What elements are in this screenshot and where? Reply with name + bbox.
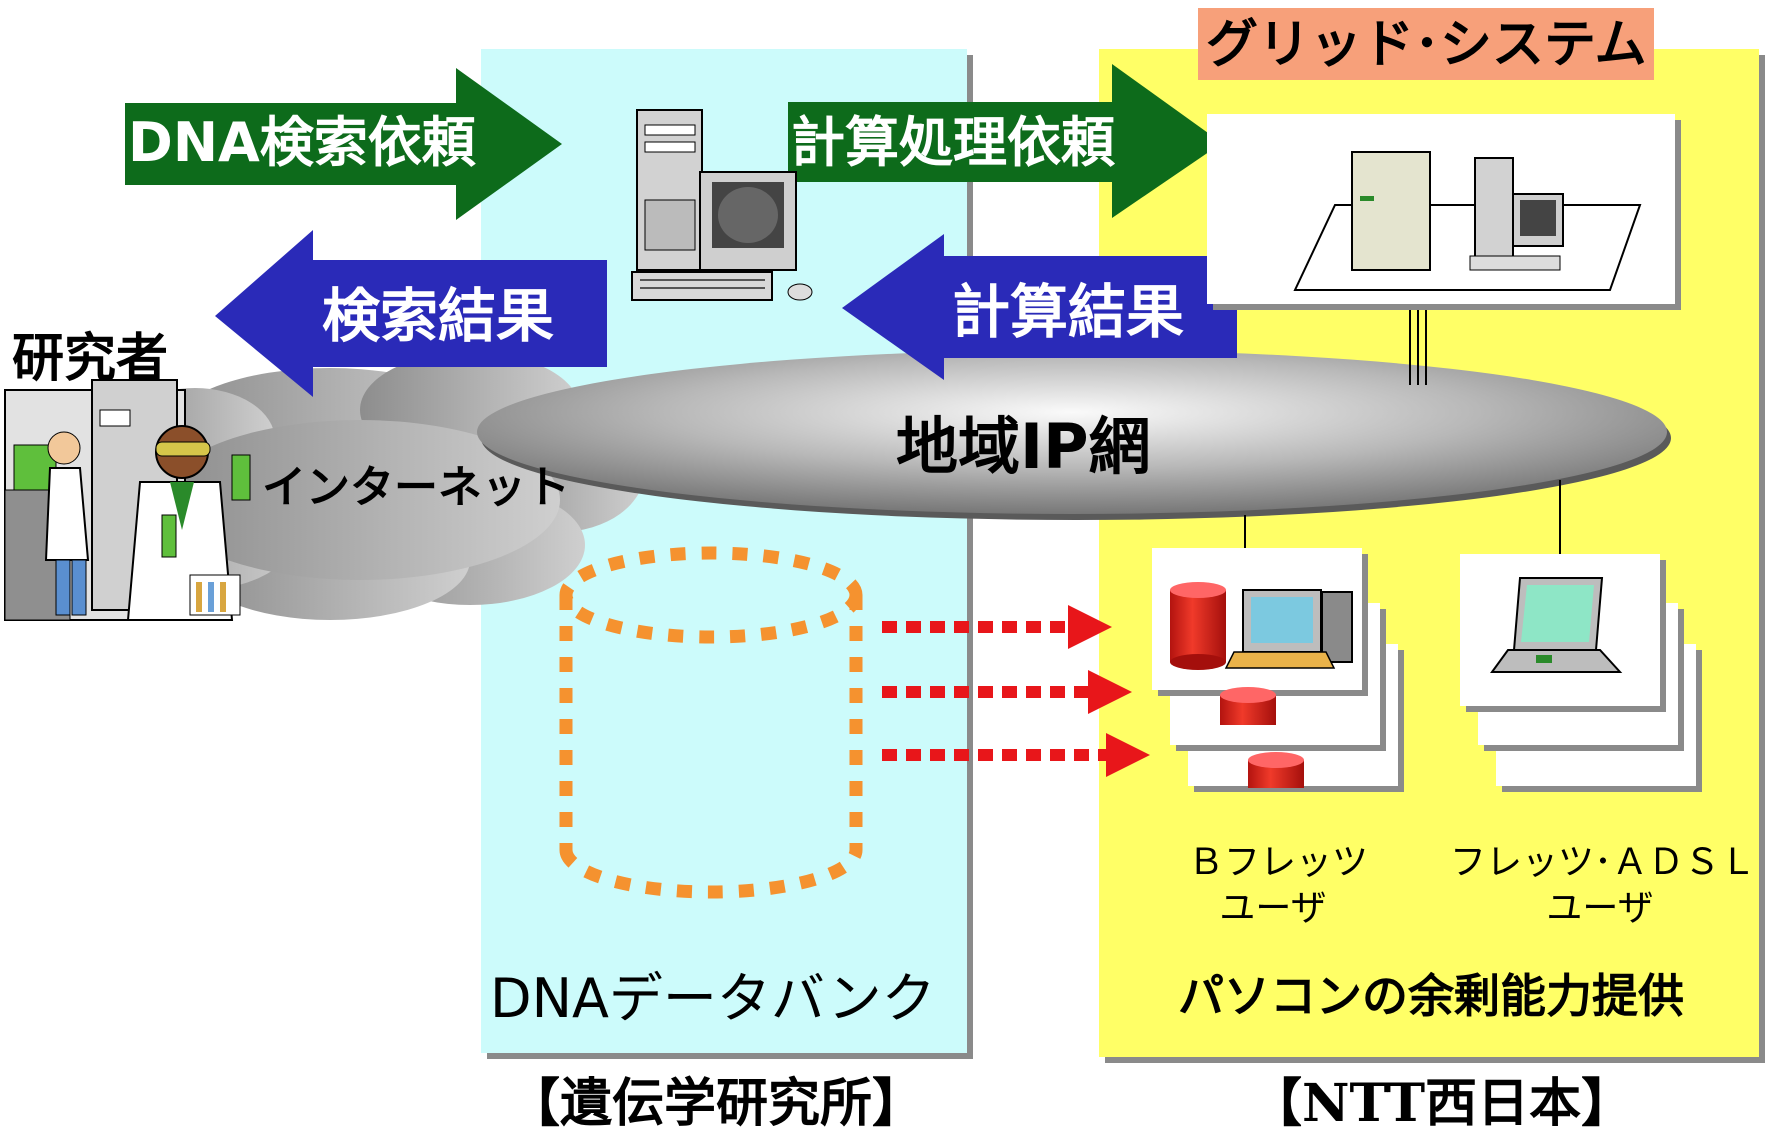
adsl-user-line2: ユーザ xyxy=(1546,888,1654,929)
compute-request-arrow xyxy=(788,64,1222,218)
compute-result-label: 計算結果 xyxy=(952,278,1185,346)
dna-search-request-label: DNA検索依頼 xyxy=(128,111,476,174)
adsl-user-label: フレッツ･ＡＤＳＬ ユーザ xyxy=(1450,840,1757,932)
dna-database-cylinder xyxy=(559,546,863,899)
bflets-user-line2: ユーザ xyxy=(1219,888,1327,929)
pc-surplus-label: パソコンの余剰能力提供 xyxy=(1178,969,1684,1023)
internet-label: インターネット xyxy=(262,462,570,513)
researcher-clipart xyxy=(4,379,251,621)
adsl-user-stack xyxy=(1460,554,1702,792)
grid-system-label-bg xyxy=(1198,8,1654,80)
bflets-user-stack xyxy=(1152,548,1404,792)
dna-databank-label: DNAデータバンク xyxy=(490,967,936,1030)
bflets-user-line1: Ｂフレッツ xyxy=(1188,842,1369,883)
bflets-user-label: Ｂフレッツ ユーザ xyxy=(1188,840,1369,932)
compute-request-label: 計算処理依頼 xyxy=(791,111,1115,174)
network-connections xyxy=(1244,300,1561,570)
search-result-label: 検索結果 xyxy=(322,282,555,350)
data-transfer-arrows xyxy=(882,605,1150,777)
genetics-institute-label: 【遺伝学研究所】 xyxy=(508,1074,925,1134)
search-result-arrow xyxy=(215,230,607,397)
dna-search-request-arrow xyxy=(125,68,562,220)
compute-result-arrow xyxy=(842,234,1237,380)
regional-ip-label: 地域IP網 xyxy=(896,410,1151,483)
grid-system-label: グリッド･システム xyxy=(1206,15,1647,75)
grid-system-box xyxy=(1207,114,1681,310)
adsl-user-line1: フレッツ･ＡＤＳＬ xyxy=(1450,842,1757,883)
regional-ip-network xyxy=(477,350,1671,520)
researcher-label: 研究者 xyxy=(12,329,169,389)
databank-server-icon xyxy=(631,109,813,301)
ntt-west-label: 【NTT西日本】 xyxy=(1250,1073,1634,1134)
